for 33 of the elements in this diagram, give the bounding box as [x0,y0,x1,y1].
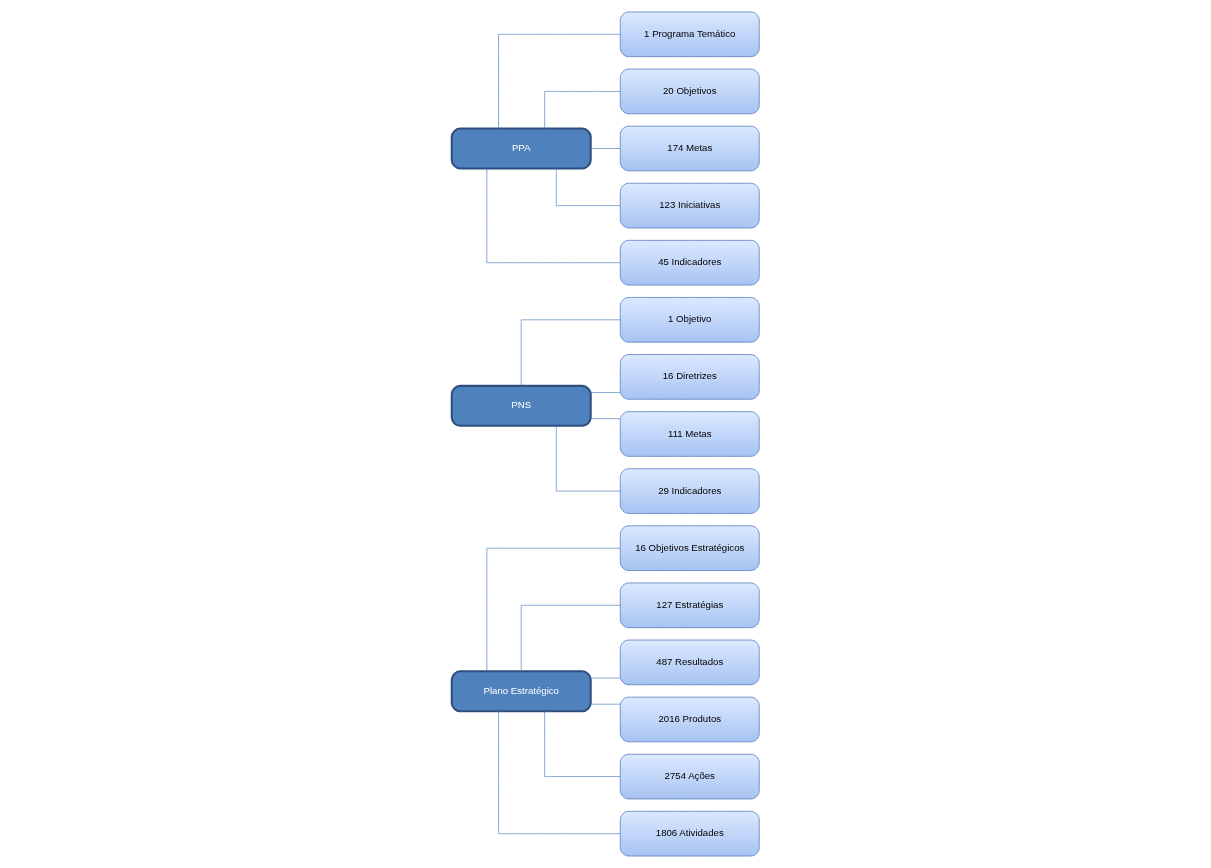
connector [486,547,621,672]
node-box: 1806 Atividades [619,810,760,857]
node-box: 16 Diretrizes [619,354,760,400]
connector [520,319,621,386]
connector [544,91,621,129]
node-box: 2754 Ações [619,753,760,800]
connector [555,425,621,492]
connector [544,710,621,777]
connector [498,33,621,129]
connector [590,148,621,149]
connector [520,604,621,672]
node-box: 127 Estratégias [619,582,760,629]
node-box: Plano Estratégico [450,670,592,713]
node-box: 29 Indicadores [619,468,760,514]
node-box: 1 Objetivo [619,297,760,343]
connector [590,703,621,705]
node-box: 123 Iniciativas [619,182,760,229]
node-box: PPA [450,127,592,170]
node-box: 2016 Produtos [619,696,760,743]
connector [498,711,621,835]
connector [555,168,621,206]
node-box: 16 Objetivos Estratégicos [619,525,760,571]
node-box: 111 Metas [619,411,760,457]
node-box: 20 Objetivos [619,68,760,115]
node-box: 174 Metas [619,125,760,172]
connector [590,392,621,393]
node-box: PNS [450,384,592,427]
connector [486,168,621,264]
node-box: 1 Programa Temático [619,11,760,58]
connector [590,677,621,679]
node-box: 45 Indicadores [619,239,760,286]
connector [590,418,621,420]
node-box: 487 Resultados [619,639,760,686]
